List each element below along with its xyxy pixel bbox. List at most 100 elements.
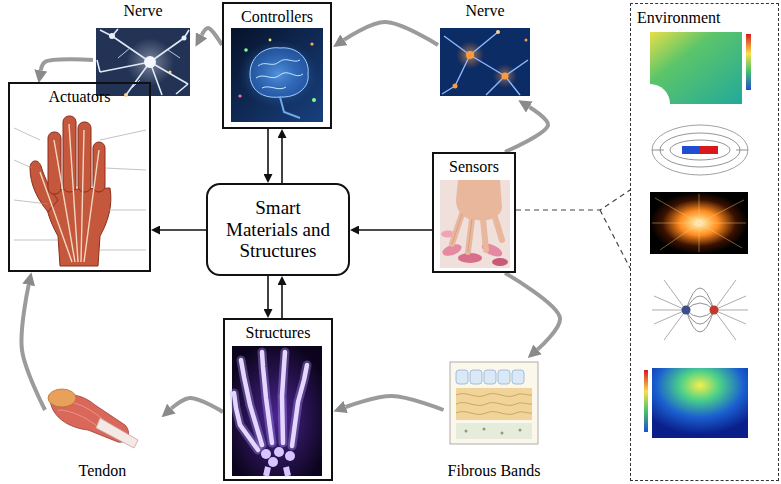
fibrous-bands-picture — [519, 429, 522, 432]
fibrous-bands-picture — [501, 432, 504, 435]
stress-field-plot — [650, 84, 670, 104]
node-title: Actuators — [48, 88, 110, 106]
xray-hand-picture — [234, 352, 307, 450]
sensors-box: Sensors — [432, 152, 516, 273]
stress-field-plot — [650, 32, 742, 104]
flow-arrow — [344, 22, 438, 45]
hand-anatomy-picture — [14, 116, 146, 266]
xray-hand-picture — [232, 346, 322, 476]
nerve-picture — [440, 28, 530, 96]
brain-picture — [256, 60, 303, 89]
electric-dipole-picture — [710, 306, 719, 315]
connector-arrow — [359, 229, 432, 231]
nerve-picture — [109, 33, 115, 39]
nerve-picture — [182, 36, 187, 41]
node-title: Sensors — [449, 158, 499, 176]
fibrous-bands-picture — [456, 423, 532, 439]
picture-caption: Nerve — [465, 2, 504, 20]
touch-sensing-picture — [492, 258, 508, 266]
flow-arrow — [202, 28, 222, 45]
nerve-picture — [456, 41, 484, 69]
brain-picture — [238, 94, 241, 97]
fibrous-bands-picture — [456, 370, 468, 384]
hand-anatomy-picture — [40, 124, 99, 262]
brain-picture — [244, 48, 248, 52]
connector-arrow — [281, 138, 283, 183]
controllers-box: Controllers — [222, 2, 332, 129]
node-title: Smart Materials and Structures — [218, 197, 338, 263]
heat-map-picture — [652, 368, 748, 438]
tendon-picture — [48, 389, 76, 407]
light-burst-picture — [650, 192, 748, 254]
electric-dipole-picture — [652, 280, 748, 340]
touch-sensing-picture — [458, 253, 482, 263]
nerve-picture — [96, 28, 190, 97]
fibrous-bands-picture — [450, 362, 538, 444]
light-burst-picture — [650, 192, 748, 254]
picture-caption: Nerve — [123, 2, 162, 20]
picture-caption: Fibrous Bands — [448, 462, 541, 480]
nerve-picture — [124, 93, 128, 97]
node-title: Structures — [246, 324, 311, 342]
xray-hand-picture — [282, 352, 285, 443]
xray-hand-picture — [292, 365, 307, 446]
stress-field-plot — [650, 32, 751, 104]
electric-dipole-picture — [682, 306, 691, 315]
connector-arrow — [267, 129, 269, 174]
brain-picture — [238, 40, 318, 108]
xray-hand-picture — [292, 365, 307, 446]
nerve-picture — [96, 28, 190, 96]
picture-caption: Tendon — [79, 462, 127, 480]
brain-picture — [310, 42, 313, 45]
nerve-picture — [144, 56, 156, 68]
xray-hand-picture — [234, 352, 307, 450]
fibrous-bands-picture — [456, 388, 532, 420]
magnetic-field-picture — [670, 140, 730, 160]
nerve-picture — [453, 84, 458, 89]
xray-hand-picture — [268, 457, 278, 467]
flow-arrow — [21, 285, 45, 410]
brain-picture — [231, 28, 323, 122]
node-title: Controllers — [241, 8, 313, 26]
touch-sensing-picture — [452, 214, 502, 252]
stress-field-plot — [746, 34, 751, 90]
nerve-picture — [525, 39, 528, 42]
fibrous-bands-picture — [483, 428, 486, 431]
xray-hand-picture — [285, 451, 295, 461]
nerve-picture — [496, 30, 500, 34]
picture-caption-node: Fibrous Bands — [444, 360, 545, 480]
connector-arrow — [281, 285, 283, 318]
xray-hand-picture — [274, 447, 284, 457]
xray-hand-picture — [262, 352, 272, 443]
touch-sensing-picture — [452, 214, 472, 252]
flow-arrow — [505, 273, 560, 349]
xray-hand-picture — [232, 346, 322, 476]
xray-hand-picture — [261, 449, 271, 459]
xray-hand-picture — [266, 467, 288, 476]
nerve-picture — [126, 38, 174, 86]
electric-dipole-picture — [652, 280, 748, 340]
tendon-picture — [48, 389, 138, 448]
magnetic-field-picture — [682, 146, 700, 154]
fibrous-bands-picture — [498, 370, 510, 384]
actuators-box: Actuators — [8, 82, 151, 272]
dashed-link — [516, 190, 630, 210]
environment-region: Environment — [630, 3, 779, 481]
brain-picture — [250, 48, 308, 98]
fibrous-bands-picture — [465, 430, 468, 433]
nerve-picture — [169, 71, 172, 74]
brain-picture — [312, 98, 316, 102]
heat-map-picture — [644, 370, 648, 432]
tendon-picture — [96, 418, 138, 448]
magnetic-field-picture — [652, 125, 748, 175]
flow-arrow — [171, 398, 223, 412]
brain-picture — [231, 28, 323, 122]
flow-arrow — [346, 396, 444, 410]
structures-box: Structures — [223, 318, 333, 481]
heat-map-picture — [644, 368, 748, 438]
touch-sensing-picture — [440, 180, 510, 268]
xray-hand-picture — [262, 352, 272, 443]
